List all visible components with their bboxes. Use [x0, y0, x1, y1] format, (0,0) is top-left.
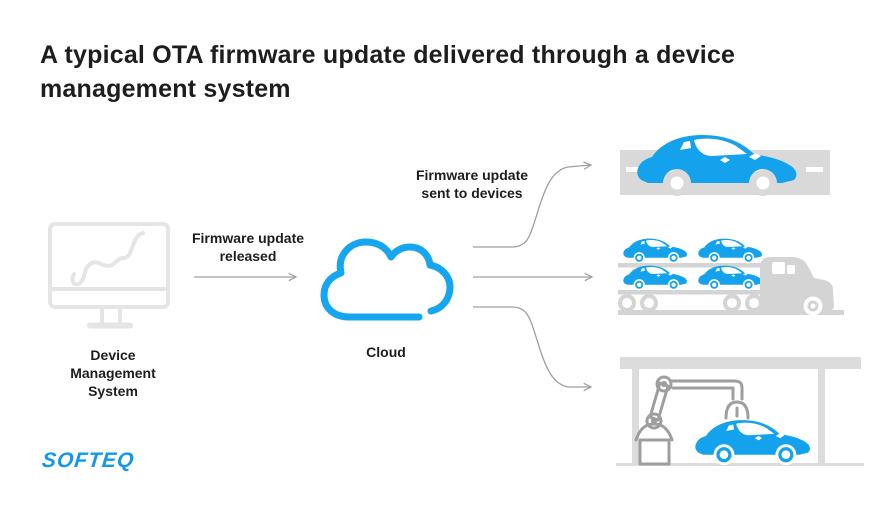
carried-car-icon	[623, 265, 687, 291]
truck-cab-icon	[760, 257, 834, 316]
garage-right-post	[818, 369, 825, 464]
carried-car-icon	[623, 238, 687, 264]
garage-roof-beam	[620, 357, 861, 369]
cloud-icon	[320, 238, 454, 321]
garage-floor	[616, 463, 864, 466]
arrows-cloud-to-devices	[473, 161, 594, 392]
trailer-wheels	[618, 294, 763, 312]
monitor-chart-icon	[48, 222, 170, 329]
garage-left-post	[632, 369, 639, 464]
firmware-sent-label: Firmware update sent to devices	[415, 167, 529, 201]
softeq-logo: SOFTEQ	[40, 449, 136, 472]
ground-line	[618, 310, 844, 315]
trailer-lower-deck	[618, 290, 768, 295]
cloud-label: Cloud	[366, 344, 406, 360]
garage-blue-car-icon	[695, 420, 810, 466]
arrow-to-garage	[473, 306, 593, 392]
trailer-top-deck	[618, 263, 768, 268]
carried-car-icon	[698, 238, 762, 264]
page-title: A typical OTA firmware update delivered …	[40, 41, 736, 103]
dms-label: Device Management System	[70, 347, 156, 399]
arrow-dms-to-cloud	[194, 272, 298, 282]
carried-car-icon	[698, 265, 762, 291]
robot-arm-garage-illustration	[616, 357, 864, 466]
car-on-road-illustration	[620, 135, 830, 196]
arrow-to-car-on-road	[473, 161, 593, 248]
robot-arm-icon	[634, 375, 750, 466]
blue-car-icon	[637, 135, 797, 196]
car-carrier-truck-illustration	[618, 238, 844, 316]
firmware-released-label: Firmware update released	[191, 230, 305, 264]
